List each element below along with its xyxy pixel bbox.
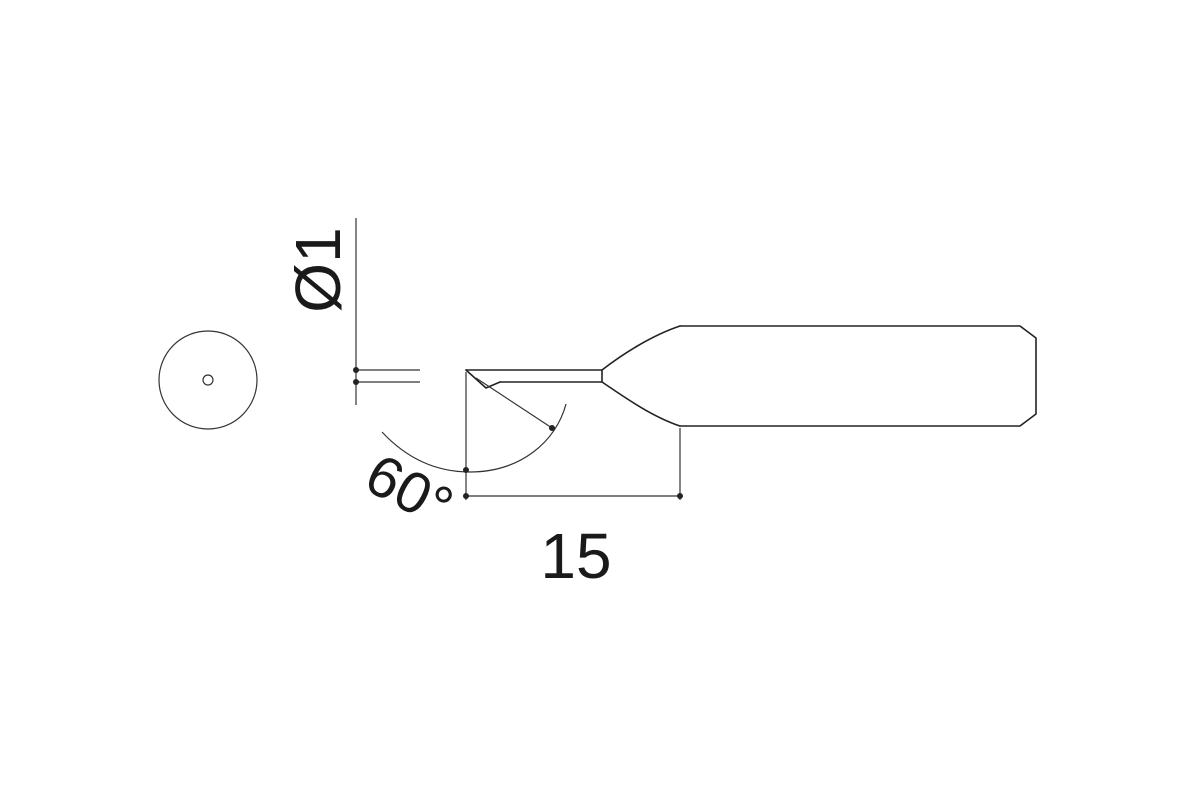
length-dot-right xyxy=(677,493,683,499)
length-label: 15 xyxy=(540,520,611,592)
angle-arc xyxy=(381,403,567,473)
diameter-dot-upper xyxy=(353,367,359,373)
diameter-dimension: Ø1 xyxy=(282,218,420,405)
length-dot-left xyxy=(463,493,469,499)
diameter-dot-lower xyxy=(353,379,359,385)
end-view-center-hole xyxy=(202,374,214,386)
tip-side-view xyxy=(465,325,1037,427)
tip-shaft xyxy=(679,325,1037,427)
tip-bevel xyxy=(465,369,501,389)
angle-bevel-line xyxy=(475,377,553,429)
tip-taper-upper xyxy=(601,325,681,371)
length-dimension: 15 xyxy=(463,428,683,592)
tip-end-view xyxy=(158,330,258,430)
tip-taper-lower xyxy=(601,381,681,427)
diameter-label: Ø1 xyxy=(282,227,354,312)
end-view-outer-circle xyxy=(158,330,258,430)
angle-dimension: 60° xyxy=(355,372,567,540)
angle-dot-lower xyxy=(463,467,469,473)
angle-label: 60° xyxy=(355,441,463,540)
angle-dot-upper xyxy=(549,425,555,431)
